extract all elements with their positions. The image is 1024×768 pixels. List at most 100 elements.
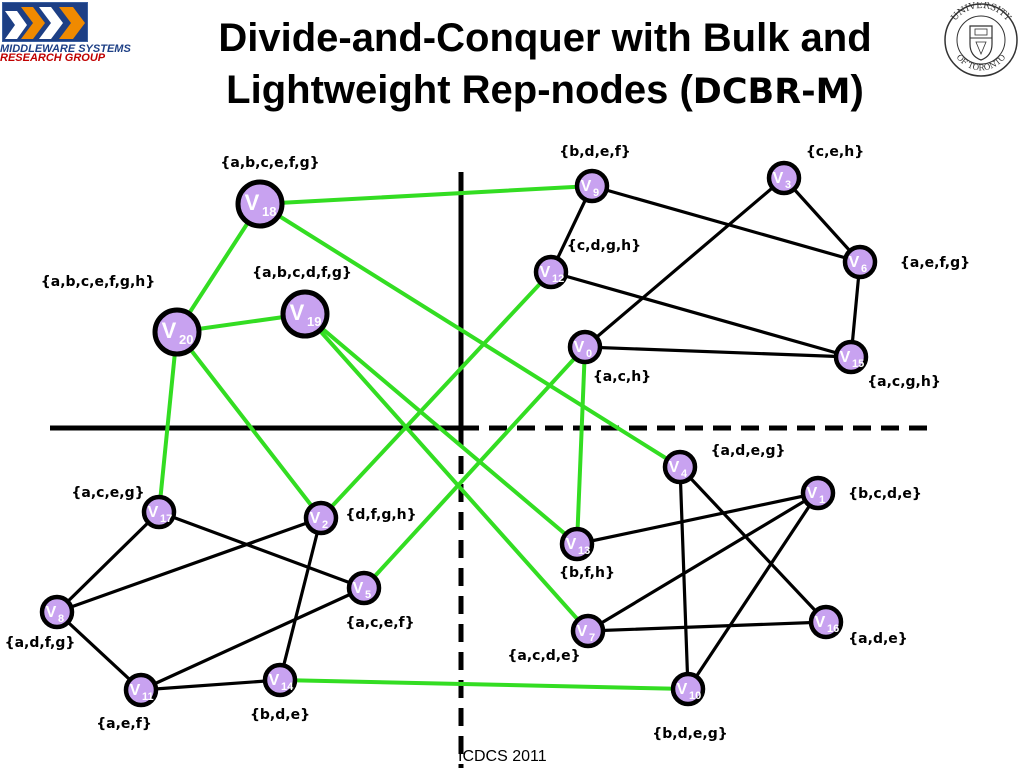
node-letter: V: [290, 300, 305, 325]
node-subscript: 17: [160, 513, 172, 525]
set-label-v19: {a,b,c,d,f,g}: [252, 265, 352, 281]
set-label-v14: {b,d,e}: [250, 707, 310, 723]
set-label-v3: {c,e,h}: [806, 144, 864, 160]
title-close-paren: ): [850, 68, 864, 112]
node-circle: [533, 254, 569, 290]
lab-name-line2: RESEARCH GROUP: [0, 52, 106, 64]
set-label-v10: {b,d,e,g}: [652, 726, 727, 742]
set-label-v5: {a,c,e,f}: [345, 615, 414, 631]
node-subscript: 0: [586, 348, 592, 360]
node-letter: V: [581, 178, 592, 195]
set-label-v11: {a,e,f}: [96, 716, 152, 732]
node-letter: V: [840, 349, 851, 366]
set-label-v20: {a,b,c,e,f,g,h}: [41, 274, 155, 290]
set-label-v13: {b,f,h}: [559, 565, 615, 581]
set-label-v18: {a,b,c,e,f,g}: [220, 155, 319, 171]
node-subscript: 14: [281, 681, 294, 693]
set-label-v2: {d,f,g,h}: [345, 507, 416, 523]
node-subscript: 9: [593, 187, 599, 199]
node-circle: [141, 494, 177, 530]
node-circle: [123, 672, 159, 708]
title-line1: Divide-and-Conquer with Bulk and: [218, 16, 872, 60]
set-label-v16: {a,d,e}: [848, 631, 908, 647]
edge-v1-v10: [686, 491, 820, 691]
node-letter: V: [269, 672, 280, 689]
edge-v4-v16: [678, 465, 828, 624]
node-subscript: 1: [819, 494, 825, 506]
node-subscript: 15: [852, 358, 864, 370]
node-subscript: 2: [322, 519, 328, 531]
node-subscript: 3: [785, 179, 791, 191]
rep-edge-v20-v2: [175, 330, 323, 520]
edge-v17-v8: [55, 510, 161, 614]
node-subscript: 13: [578, 545, 590, 557]
node-subscript: 19: [307, 314, 321, 329]
edge-v11-v14: [139, 678, 282, 692]
set-label-v15: {a,c,g,h}: [867, 374, 941, 390]
set-label-v12: {c,d,g,h}: [567, 238, 641, 254]
set-label-v8: {a,d,f,g}: [5, 635, 76, 651]
edge-v8-v2: [55, 516, 323, 614]
node-circle: [567, 329, 603, 365]
node-circle: [833, 339, 869, 375]
node-circle: [570, 613, 606, 649]
rep-edge-v19-v7: [303, 312, 590, 633]
lab-name-line1: MIDDLEWARE SYSTEMS: [0, 43, 131, 55]
node-circle: [766, 160, 802, 196]
node-letter: V: [46, 604, 57, 621]
node-subscript: 12: [552, 273, 564, 285]
node-circle: [670, 671, 706, 707]
node-subscript: 5: [365, 589, 371, 601]
edge-v3-v6: [782, 176, 862, 264]
node-letter: V: [162, 318, 177, 343]
seal-shield-icon: [969, 25, 993, 61]
edge-v1-v13: [575, 491, 820, 546]
university-of-toronto-seal: UNIVERSITY OF TORONTO: [944, 2, 1018, 77]
node-subscript: 10: [689, 690, 701, 702]
node-letter: V: [574, 339, 585, 356]
node-circle: [662, 449, 698, 485]
rep-edge-v19-v13: [303, 312, 579, 546]
node-letter: V: [566, 536, 577, 553]
set-label-v17: {a,c,e,g}: [71, 485, 144, 501]
edge-v2-v14: [278, 516, 323, 682]
node-letter: V: [148, 504, 159, 521]
node-circle: [262, 662, 298, 698]
node-letter: V: [807, 485, 818, 502]
node-letter: V: [310, 510, 321, 527]
rep-edge-v18-v4: [258, 202, 682, 469]
rep-edge-v14-v10: [278, 678, 690, 691]
set-label-v9: {b,d,e,f}: [559, 144, 631, 160]
node-subscript: 18: [262, 204, 276, 219]
node-subscript: 6: [861, 263, 867, 275]
edge-v4-v10: [678, 465, 690, 691]
node-subscript: 11: [142, 691, 154, 703]
rep-edge-v2-v12: [319, 270, 553, 520]
title-acronym: DCBR-M: [692, 72, 851, 112]
edge-v8-v11: [55, 610, 143, 692]
node-letter: V: [669, 459, 680, 476]
edge-v1-v7: [586, 491, 820, 633]
edge-v0-v15: [583, 345, 853, 359]
edge-v7-v16: [586, 620, 828, 633]
node-subscript: 7: [589, 632, 595, 644]
node-circle: [800, 475, 836, 511]
footer-conference: ICDCS 2011: [458, 748, 547, 765]
node-circle: [346, 570, 382, 606]
title-line2: Lightweight Rep-nodes (: [226, 68, 693, 112]
node-letter: V: [245, 190, 260, 215]
set-label-v6: {a,e,f,g}: [900, 255, 970, 271]
rep-edge-v18-v20: [175, 202, 262, 334]
node-letter: V: [540, 264, 551, 281]
